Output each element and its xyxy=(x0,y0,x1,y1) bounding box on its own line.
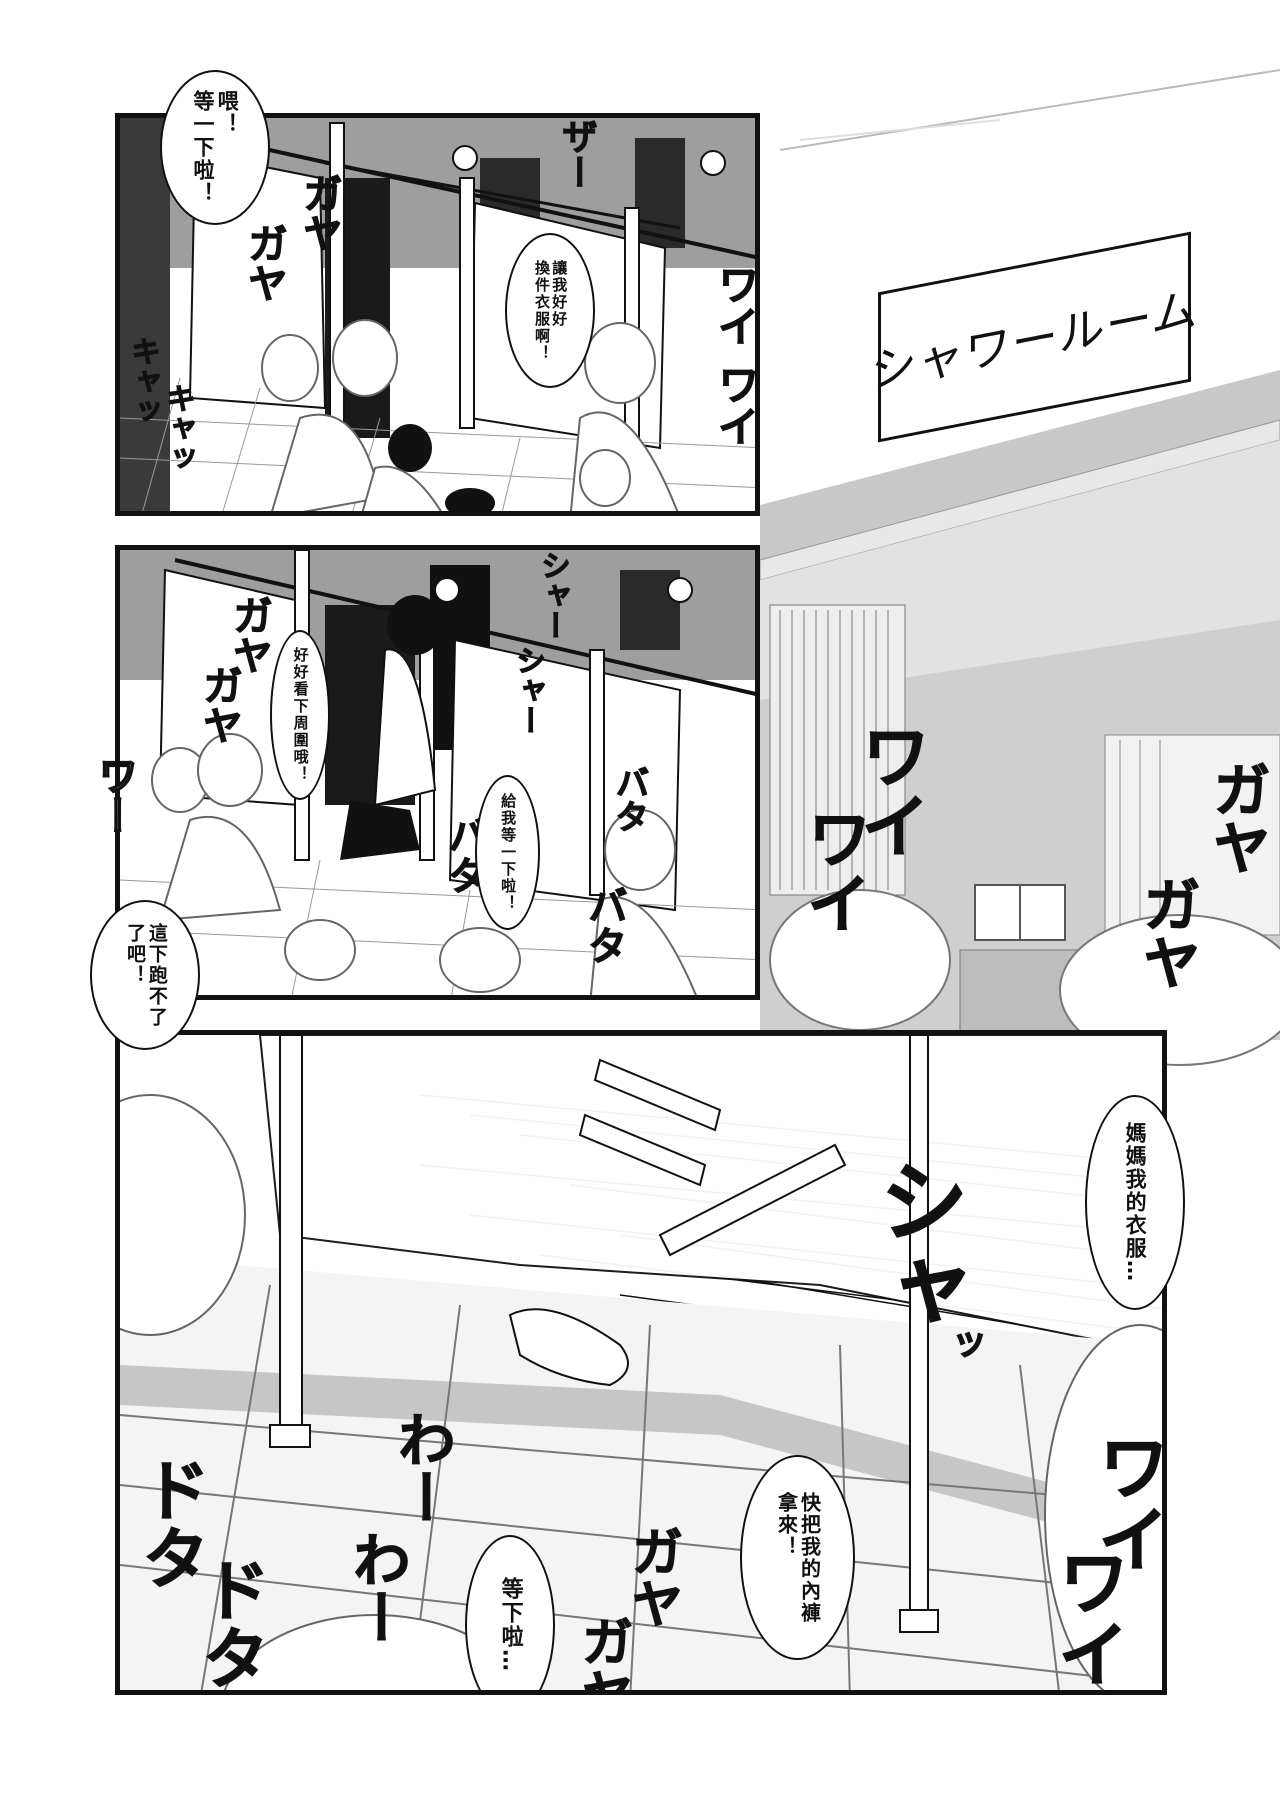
speech-bubble-wait-for-me: 給我等一下啦！ xyxy=(475,775,540,930)
sfx-shaa-1: シャー xyxy=(535,550,571,641)
speech-bubble-underwear: 快把我的內褲 拿來！ xyxy=(740,1455,855,1660)
speech-bubble-mama-clothes: 媽媽我的衣服… xyxy=(1085,1095,1185,1310)
speech-text-wait: 喂！ 等一下啦！ xyxy=(191,90,240,205)
sfx-doda-2: ドタ xyxy=(190,1555,270,1691)
sfx-gaya-7: ガヤ xyxy=(622,1525,683,1630)
speech-text-mama-clothes: 媽媽我的衣服… xyxy=(1123,1122,1148,1283)
sfx-sha: シャ xyxy=(863,1155,969,1336)
speech-bubble-look-around: 好好看下周圍哦！ xyxy=(270,630,330,800)
sfx-tsu: ッ xyxy=(940,1325,985,1364)
sfx-kya-2: キャッ xyxy=(160,383,196,474)
speech-bubble-wait-dots: 等下啦… xyxy=(465,1535,555,1690)
sfx-zaa: ザー xyxy=(556,118,598,191)
sfx-wai-3: ワイ xyxy=(849,720,932,861)
panel-3: シャ ッ ドタ ドタ わー わー ガヤ ガヤ ワイ ワイ 快把我的內褲 拿來！ … xyxy=(115,1030,1167,1695)
sfx-shaa-2: シャー xyxy=(510,645,546,736)
speech-bubble-wait: 喂！ 等一下啦！ xyxy=(160,70,270,225)
sfx-waa-1: わー xyxy=(388,1410,457,1527)
sfx-bata-3: バタ xyxy=(581,885,628,966)
speech-text-change-clothes: 讓我好好 換件衣服啊！ xyxy=(533,259,569,362)
sfx-waa: ワー xyxy=(90,754,138,836)
speech-text-underwear: 快把我的內褲 拿來！ xyxy=(774,1491,822,1624)
sfx-doda-1: ドタ xyxy=(130,1455,210,1592)
sfx-bata-1: バタ xyxy=(609,765,650,834)
sfx-wai-2: ワイ xyxy=(711,363,760,448)
speech-text-wait-for-me: 給我等一下啦！ xyxy=(499,793,518,912)
sfx-gaya-3: ガヤ xyxy=(226,595,273,676)
speech-text-wait-dots: 等下啦… xyxy=(497,1577,523,1673)
sfx-gaya-6: ガヤ xyxy=(1133,875,1202,992)
speech-text-cant-run: 這下跑不了 了吧！ xyxy=(124,922,168,1028)
sfx-kya-1: キャッ xyxy=(125,336,161,427)
sfx-gaya-8: ガヤ xyxy=(572,1615,633,1695)
sfx-gaya-2: ガヤ xyxy=(241,223,288,304)
sfx-wai-6: ワイ xyxy=(1045,1545,1130,1690)
sfx-wai-5: ワイ xyxy=(1085,1430,1167,1575)
panel-3-artwork xyxy=(120,1035,1162,1690)
sfx-waa-2: わー xyxy=(343,1530,412,1647)
sfx-wai-1: ワイ xyxy=(711,263,760,348)
sfx-gaya-4: ガヤ xyxy=(196,665,243,746)
speech-bubble-change-clothes: 讓我好好 換件衣服啊！ xyxy=(505,233,595,388)
speech-text-look-around: 好好看下周圍哦！ xyxy=(291,647,310,783)
panel-2-artwork xyxy=(120,550,755,995)
sfx-gaya-5: ガヤ xyxy=(1203,760,1272,877)
sfx-gaya-1: ガヤ xyxy=(296,173,343,254)
sfx-wai-4: ワイ xyxy=(795,805,871,936)
speech-bubble-cant-run: 這下跑不了 了吧！ xyxy=(90,900,200,1050)
panel-2: ガヤ ガヤ シャー シャー バタ バタ バタ 好好看下周圍哦！ 給我等一下啦！ xyxy=(115,545,760,1000)
shower-room-sign-text: シャワールーム xyxy=(870,281,1199,399)
